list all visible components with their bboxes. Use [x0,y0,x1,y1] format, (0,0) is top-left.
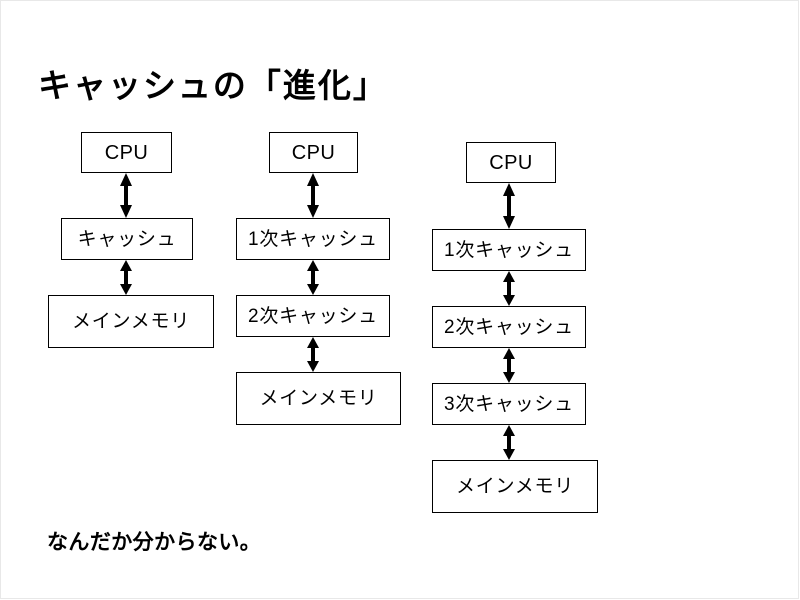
node-box-c3-l3: 3次キャッシュ [432,383,586,425]
node-label: CPU [104,141,149,164]
connector-arrow-c1-cache-mem [117,260,135,295]
connector-arrow-c3-l2-l3 [500,348,518,383]
node-label: メインメモリ [259,388,378,409]
node-box-c1-mem: メインメモリ [48,295,214,348]
slide-caption: なんだか分からない。 [47,531,262,554]
node-label: 3次キャッシュ [444,393,574,415]
node-box-c3-l2: 2次キャッシュ [432,306,586,348]
connector-arrow-c3-l1-l2 [500,271,518,306]
connector-arrow-c1-cpu-cache [117,173,135,218]
node-box-c2-l2: 2次キャッシュ [236,295,390,337]
connector-arrow-c3-cpu-l1 [500,183,518,229]
node-box-c2-mem: メインメモリ [236,372,401,425]
connector-arrow-c2-l2-mem [304,337,322,372]
node-label: 2次キャッシュ [248,305,378,327]
node-label: 1次キャッシュ [444,239,574,261]
connector-arrow-c3-l3-mem [500,425,518,460]
connector-arrow-c2-cpu-l1 [304,173,322,218]
node-label: キャッシュ [77,228,177,250]
node-box-c3-cpu: CPU [466,142,556,183]
node-label: CPU [489,151,533,174]
node-box-c1-cpu: CPU [81,132,172,173]
node-box-c2-l1: 1次キャッシュ [236,218,390,260]
node-box-c3-mem: メインメモリ [432,460,598,513]
connector-arrow-c2-l1-l2 [304,260,322,295]
node-label: CPU [291,141,336,164]
node-label: 1次キャッシュ [248,228,378,250]
node-label: 2次キャッシュ [444,316,574,338]
node-box-c2-cpu: CPU [269,132,358,173]
node-box-c1-cache: キャッシュ [61,218,193,260]
page-title: キャッシュの「進化」 [38,67,388,104]
node-label: メインメモリ [72,311,190,332]
node-label: メインメモリ [456,476,574,497]
node-box-c3-l1: 1次キャッシュ [432,229,586,271]
